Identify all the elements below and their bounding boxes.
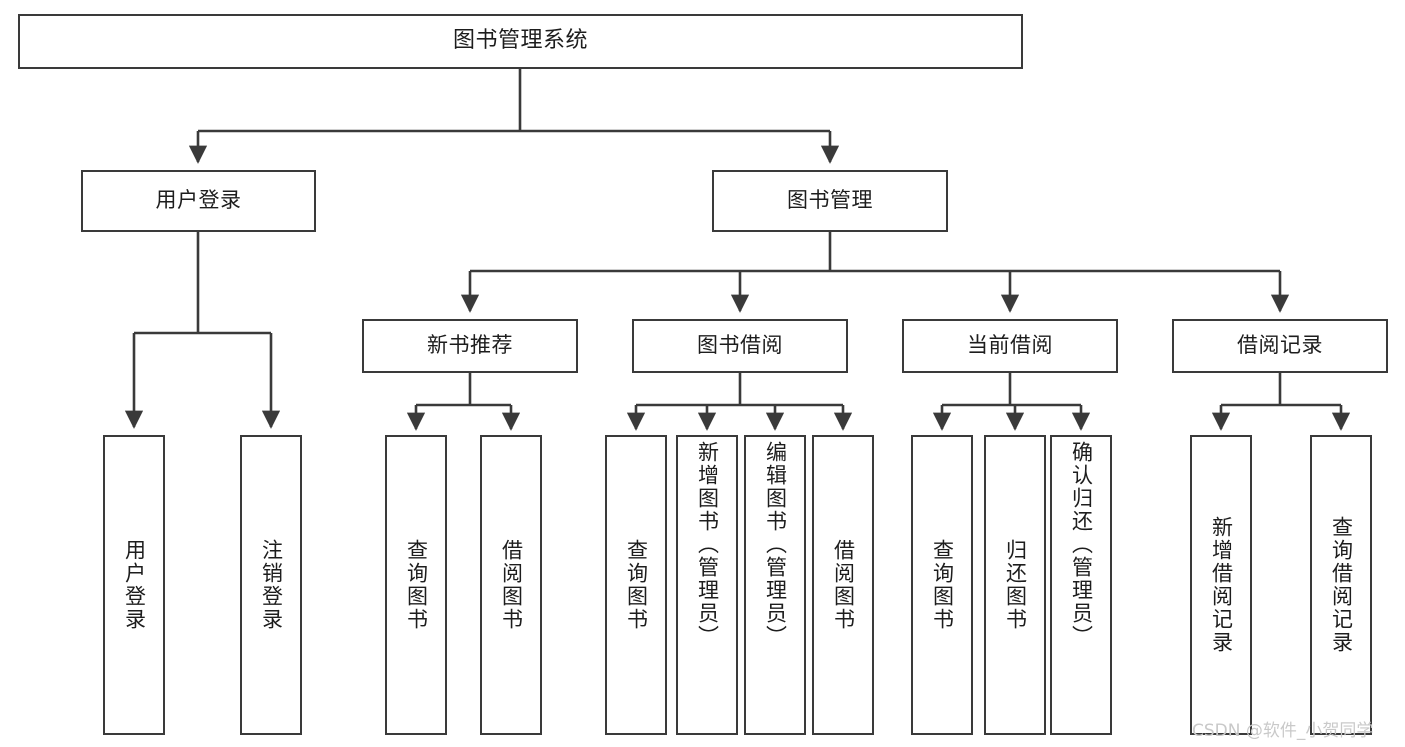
node-borrow-record[interactable]: 借阅记录 xyxy=(1172,319,1388,373)
leaf-query-book-3-label: 查询图书 xyxy=(930,539,955,631)
leaf-add-record[interactable]: 新增借阅记录 xyxy=(1190,435,1252,735)
leaf-query-book-2-label: 查询图书 xyxy=(624,539,649,631)
leaf-query-book-3[interactable]: 查询图书 xyxy=(911,435,973,735)
leaf-user-login[interactable]: 用户登录 xyxy=(103,435,165,735)
leaf-query-book-1-label: 查询图书 xyxy=(404,539,429,631)
leaf-confirm-return-label: 确认归还（管理员） xyxy=(1069,441,1094,648)
leaf-user-login-label: 用户登录 xyxy=(122,539,147,631)
leaf-query-record[interactable]: 查询借阅记录 xyxy=(1310,435,1372,735)
leaf-add-record-label: 新增借阅记录 xyxy=(1209,516,1234,654)
leaf-user-logout-label: 注销登录 xyxy=(259,539,284,631)
node-new-book-recommend-label: 新书推荐 xyxy=(427,333,513,358)
leaf-borrow-book-1[interactable]: 借阅图书 xyxy=(480,435,542,735)
leaf-return-book[interactable]: 归还图书 xyxy=(984,435,1046,735)
node-root[interactable]: 图书管理系统 xyxy=(18,14,1023,69)
leaf-edit-book-label: 编辑图书（管理员） xyxy=(763,441,788,648)
node-current-borrow-label: 当前借阅 xyxy=(967,333,1053,358)
leaf-add-book-label: 新增图书（管理员） xyxy=(695,441,720,648)
csdn-watermark: CSDN @软件_小贺同学 xyxy=(1192,721,1374,741)
leaf-borrow-book-1-label: 借阅图书 xyxy=(499,539,524,631)
leaf-return-book-label: 归还图书 xyxy=(1003,539,1028,631)
leaf-edit-book[interactable]: 编辑图书（管理员） xyxy=(744,435,806,735)
node-book-borrow[interactable]: 图书借阅 xyxy=(632,319,848,373)
leaf-borrow-book-2[interactable]: 借阅图书 xyxy=(812,435,874,735)
node-borrow-record-label: 借阅记录 xyxy=(1237,333,1323,358)
node-current-borrow[interactable]: 当前借阅 xyxy=(902,319,1118,373)
node-book-borrow-label: 图书借阅 xyxy=(697,333,783,358)
node-user-login-label: 用户登录 xyxy=(155,188,242,213)
leaf-confirm-return[interactable]: 确认归还（管理员） xyxy=(1050,435,1112,735)
node-book-manage-label: 图书管理 xyxy=(787,188,873,213)
leaf-borrow-book-2-label: 借阅图书 xyxy=(831,539,856,631)
node-root-label: 图书管理系统 xyxy=(452,28,588,54)
node-user-login[interactable]: 用户登录 xyxy=(81,170,316,232)
leaf-query-book-1[interactable]: 查询图书 xyxy=(385,435,447,735)
leaf-add-book[interactable]: 新增图书（管理员） xyxy=(676,435,738,735)
node-new-book-recommend[interactable]: 新书推荐 xyxy=(362,319,578,373)
leaf-query-record-label: 查询借阅记录 xyxy=(1329,516,1354,654)
leaf-user-logout[interactable]: 注销登录 xyxy=(240,435,302,735)
node-book-manage[interactable]: 图书管理 xyxy=(712,170,948,232)
leaf-query-book-2[interactable]: 查询图书 xyxy=(605,435,667,735)
